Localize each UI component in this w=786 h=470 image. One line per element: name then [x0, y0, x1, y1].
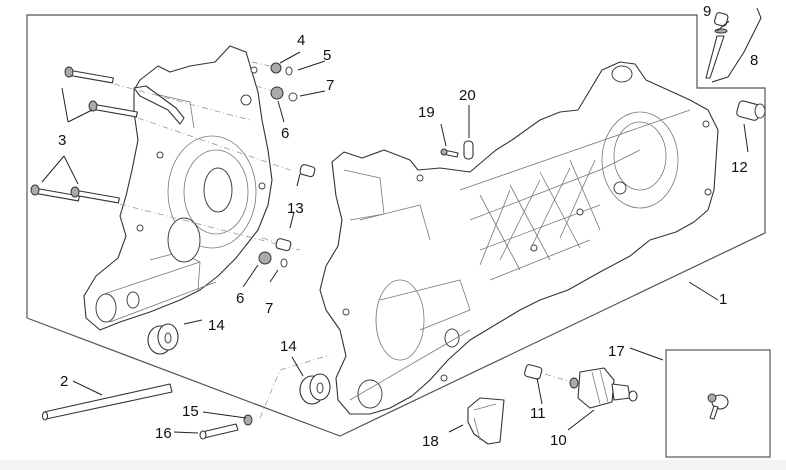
- left-crankcase-half: [83, 45, 273, 331]
- cover-icon: [467, 397, 505, 445]
- starter-drive-icon: [569, 367, 638, 409]
- plate-icon: [463, 140, 474, 160]
- nut-icon: [258, 251, 272, 265]
- silent-block-icon: [147, 323, 179, 355]
- callout-17: 17: [608, 343, 625, 360]
- washer-icon: [243, 414, 253, 426]
- dowel-icon: [275, 238, 292, 252]
- callout-3: 3: [58, 132, 66, 149]
- callout-7-top: 7: [326, 77, 334, 94]
- callout-7-bottom: 7: [265, 300, 273, 317]
- dowel-icon: [299, 164, 316, 178]
- parts-diagram: 1 2 3 4 5 6 6 7 7 8 9 10 11 12 13 14 14 …: [26, 3, 771, 458]
- washer-icon: [288, 92, 298, 102]
- bushing-icon: [736, 100, 766, 121]
- screw-icon: [70, 186, 120, 204]
- callout-16: 16: [155, 425, 172, 442]
- leader-lines: [41, 20, 749, 434]
- crankcase-lattice: [459, 109, 691, 281]
- screw-icon: [64, 66, 114, 84]
- bottom-strip: [0, 460, 786, 470]
- callout-6-bottom: 6: [236, 290, 244, 307]
- screw-set: [30, 66, 138, 204]
- callout-18: 18: [422, 433, 439, 450]
- callout-13: 13: [287, 200, 304, 217]
- screw-icon: [440, 148, 459, 158]
- right-crankcase-half: [319, 61, 719, 415]
- callout-14-right: 14: [280, 338, 297, 355]
- callout-labels: 1 2 3 4 5 6 6 7 7 8 9 10 11 12 13 14 14 …: [58, 3, 758, 450]
- sensor-detail-box: [665, 349, 771, 458]
- nut-icon: [270, 62, 282, 74]
- callout-12: 12: [731, 159, 748, 176]
- callout-10: 10: [550, 432, 567, 449]
- stud-icon: [41, 383, 173, 421]
- silent-block-icon: [299, 373, 331, 405]
- callout-2: 2: [60, 373, 68, 390]
- sensor-icon: [707, 393, 729, 420]
- diagram-svg: 1 2 3 4 5 6 6 7 7 8 9 10 11 12 13 14 14 …: [26, 3, 771, 458]
- assembly-frame: [26, 14, 766, 437]
- callout-9: 9: [703, 3, 711, 20]
- nut-icon: [270, 86, 284, 100]
- screw-icon: [88, 100, 138, 118]
- callout-8: 8: [750, 52, 758, 69]
- washer-icon: [280, 258, 288, 268]
- callout-5: 5: [323, 47, 331, 64]
- callout-15: 15: [182, 403, 199, 420]
- callout-1: 1: [719, 291, 727, 308]
- bushing-icon: [524, 364, 543, 380]
- callout-6-top: 6: [281, 125, 289, 142]
- washer-icon: [285, 66, 293, 76]
- dipstick-icon: [705, 12, 729, 79]
- callout-14-left: 14: [208, 317, 225, 334]
- callout-4: 4: [297, 32, 305, 49]
- screw-icon: [30, 184, 80, 202]
- callout-19: 19: [418, 104, 435, 121]
- screw-icon: [199, 423, 239, 440]
- callout-11: 11: [530, 405, 546, 422]
- callout-20: 20: [459, 87, 476, 104]
